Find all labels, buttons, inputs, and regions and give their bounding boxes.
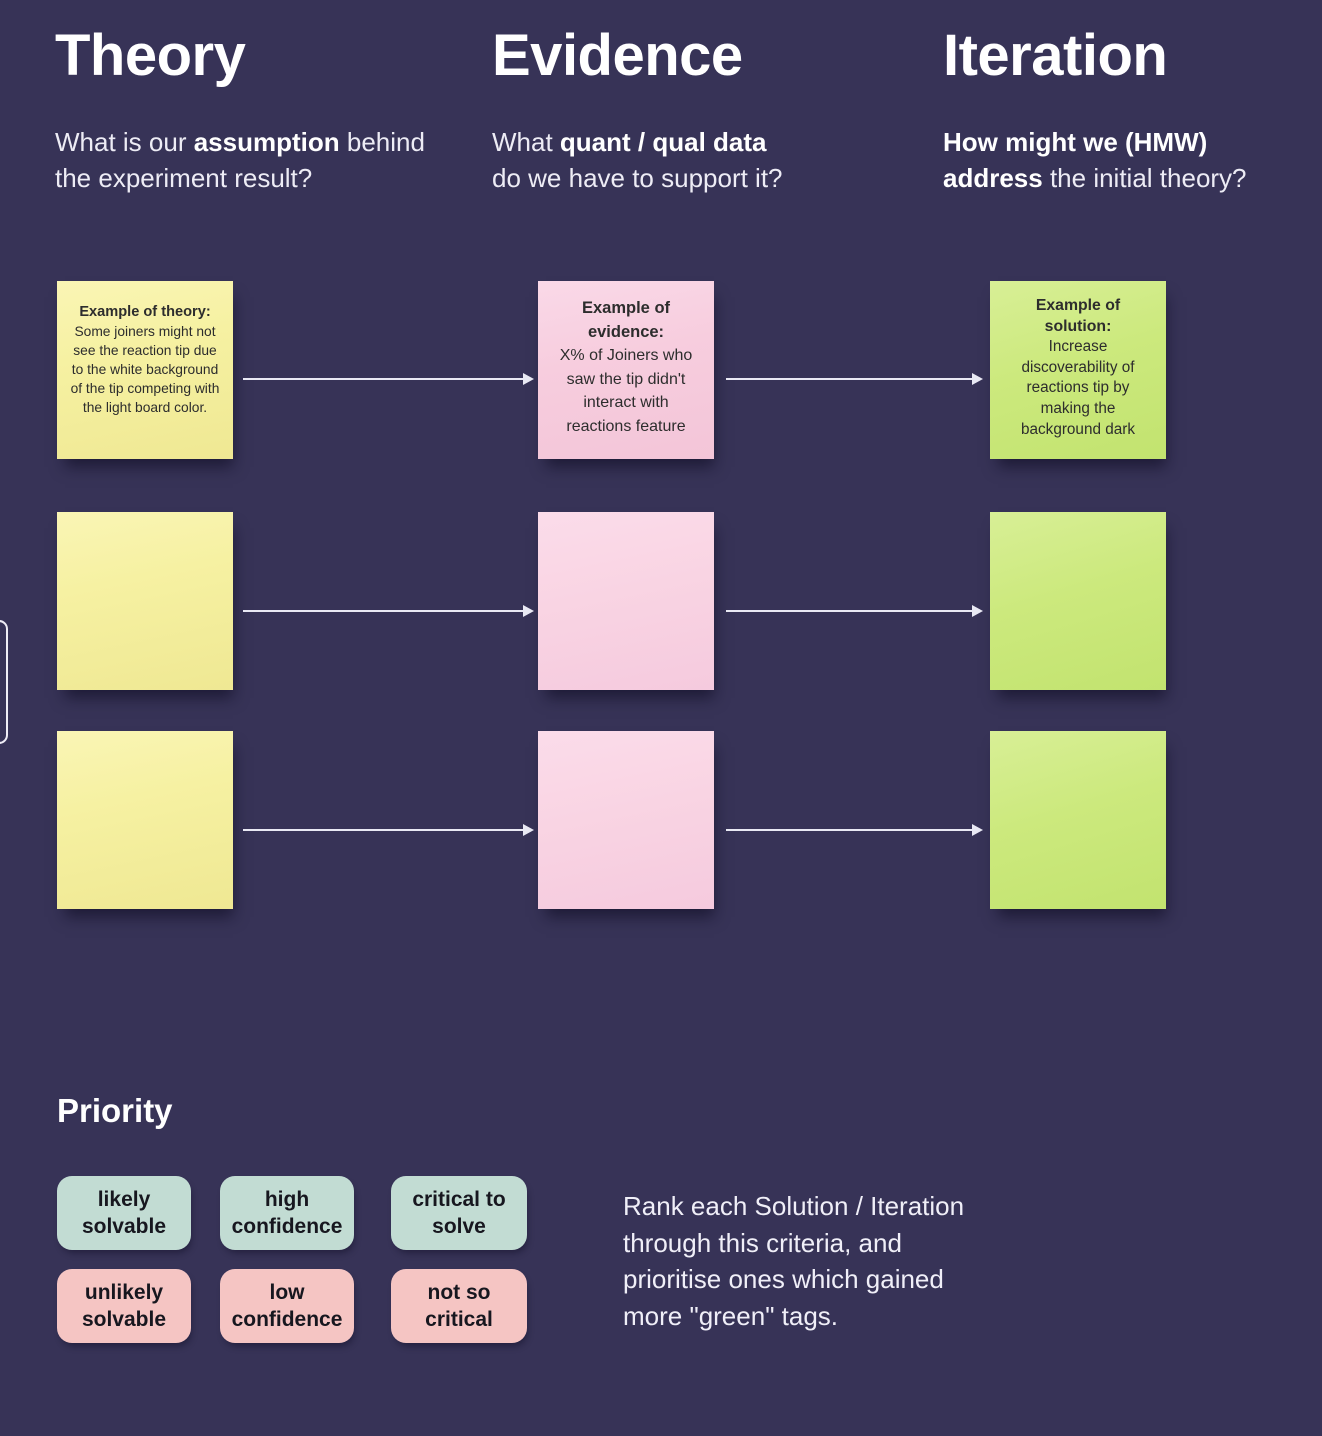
note-heading: Example of evidence: (581, 299, 671, 341)
connector-arrow-evidence-iteration-3[interactable] (726, 824, 983, 836)
connector-arrow-theory-evidence-2[interactable] (243, 605, 534, 617)
column-title-theory: Theory (55, 23, 246, 88)
sticky-note-iteration-3[interactable] (990, 731, 1166, 909)
connector-arrow-theory-evidence-1[interactable] (243, 373, 534, 385)
sticky-note-theory-3[interactable] (57, 731, 233, 909)
note-heading: Example of solution: (1035, 297, 1121, 335)
column-subtitle-iteration: How might we (HMW)address the initial th… (943, 127, 1247, 193)
sticky-note-evidence-example[interactable]: Example of evidence: X% of Joiners who s… (538, 281, 714, 459)
sticky-note-evidence-3[interactable] (538, 731, 714, 909)
connector-arrow-evidence-iteration-2[interactable] (726, 605, 983, 617)
column-title-evidence: Evidence (492, 23, 743, 88)
note-body: X% of Joiners who saw the tip didn't int… (559, 347, 693, 435)
note-body: Some joiners might not see the reaction … (70, 324, 220, 415)
sticky-note-theory-example[interactable]: Example of theory: Some joiners might no… (57, 281, 233, 459)
note-body: Increase discoverability of reactions ti… (1021, 338, 1135, 438)
connector-arrow-evidence-iteration-1[interactable] (726, 373, 983, 385)
note-heading: Example of theory: (79, 304, 211, 320)
priority-section-title: Priority (57, 1092, 173, 1129)
sticky-note-solution-example[interactable]: Example of solution: Increase discoverab… (990, 281, 1166, 459)
connector-arrow-theory-evidence-3[interactable] (243, 824, 534, 836)
sticky-note-theory-2[interactable] (57, 512, 233, 690)
column-title-iteration: Iteration (943, 23, 1168, 88)
edge-panel-handle[interactable] (0, 620, 8, 744)
sticky-note-iteration-2[interactable] (990, 512, 1166, 690)
sticky-note-evidence-2[interactable] (538, 512, 714, 690)
